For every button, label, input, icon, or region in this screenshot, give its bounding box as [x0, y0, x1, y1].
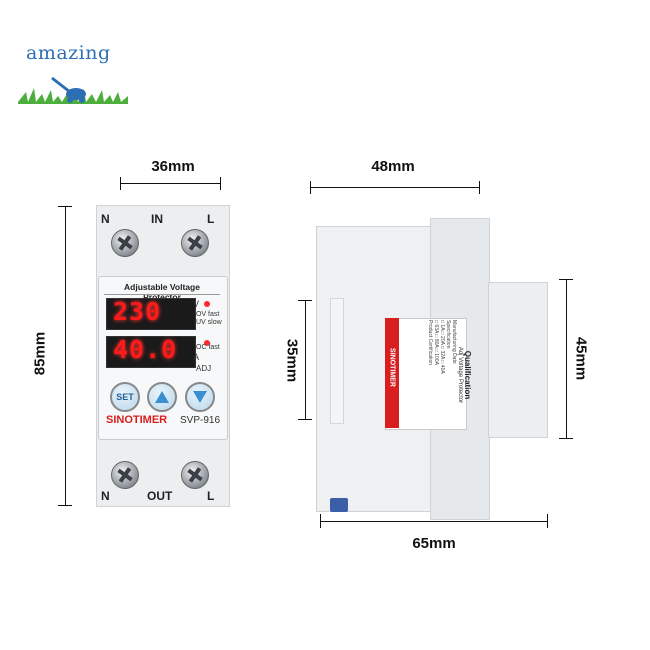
ov-led-icon: [204, 301, 210, 307]
screw-icon: [111, 461, 139, 489]
side-label-brand: SINOTIMER: [388, 348, 396, 387]
voltage-display: 230: [106, 298, 196, 330]
bottom-terminal-out: OUT: [147, 489, 173, 503]
brand-label: SINOTIMER: [106, 414, 168, 426]
top-terminal-l: L: [207, 212, 215, 226]
set-button-label: SET: [116, 392, 134, 402]
side-total-tick-left: [320, 514, 321, 528]
side-label-row: Product Certification: [427, 320, 433, 366]
panel-title-divider: [104, 294, 220, 295]
side-label-subtitle: Adj Voltage Protector: [457, 346, 463, 404]
triangle-down-icon: [193, 391, 207, 403]
side-din-clip: [330, 498, 348, 512]
side-label-red-strip: [385, 318, 399, 428]
bottom-terminal-n: N: [101, 489, 110, 503]
set-button[interactable]: SET: [110, 382, 140, 412]
side-label-row: Specification: [445, 320, 451, 349]
screw-icon: [181, 229, 209, 257]
bottom-terminal-l: L: [207, 489, 215, 503]
down-button[interactable]: [185, 382, 215, 412]
ov-fast-label: OV fast: [196, 311, 220, 318]
front-height-tick-bottom: [58, 505, 72, 506]
side-label-row: □ 1A □ 20A □ 32A □ 40A: [439, 320, 445, 374]
front-width-tick-right: [220, 177, 221, 190]
front-width-label: 36mm: [151, 158, 195, 175]
panel-title: Adjustable Voltage Protector: [124, 282, 200, 302]
top-terminal-n: N: [101, 212, 110, 226]
side-right-line: [566, 279, 567, 439]
side-depth-tick-left: [310, 181, 311, 194]
side-total-tick-right: [547, 514, 548, 528]
front-height-label: 85mm: [31, 331, 49, 376]
screw-icon: [111, 229, 139, 257]
oc-led-icon: [204, 340, 210, 346]
adj-label: ADJ: [196, 364, 212, 373]
side-mid-tick-top: [298, 300, 312, 301]
front-width-line: [120, 183, 221, 184]
side-depth-label: 48mm: [371, 158, 415, 175]
side-mid-line: [305, 300, 306, 420]
oc-fast-label: OC fast: [196, 344, 220, 351]
screw-icon: [181, 461, 209, 489]
up-button[interactable]: [147, 382, 177, 412]
model-label: SVP-916: [180, 415, 221, 426]
side-right-tick-bottom: [559, 438, 573, 439]
side-mid-label: 35mm: [283, 338, 301, 383]
triangle-up-icon: [155, 391, 169, 403]
side-label-content: Qualification Adj Voltage Protector Manu…: [402, 320, 472, 430]
side-label-title: Qualification: [463, 350, 472, 400]
voltage-unit: V: [193, 299, 200, 309]
side-total-line: [320, 521, 548, 522]
side-right-label: 45mm: [572, 336, 590, 381]
front-width-tick-left: [120, 177, 121, 190]
brand-logo-text: amazing: [26, 42, 111, 64]
front-height-line: [65, 206, 66, 506]
side-device-din-section: [488, 282, 548, 438]
side-depth-tick-right: [479, 181, 480, 194]
side-step: [330, 298, 344, 424]
side-depth-line: [310, 187, 480, 188]
grass-mower-logo-icon: [18, 76, 128, 104]
side-label-row: □ 63A □ 80A □ 100A: [433, 320, 439, 365]
side-mid-tick-bottom: [298, 419, 312, 420]
side-right-tick-top: [559, 279, 573, 280]
side-total-label: 65mm: [412, 535, 456, 552]
uv-slow-label: UV slow: [196, 319, 222, 326]
current-display: 40.0: [106, 336, 196, 368]
front-height-tick-top: [58, 206, 72, 207]
current-unit: A: [193, 352, 200, 362]
top-terminal-in: IN: [151, 212, 163, 226]
